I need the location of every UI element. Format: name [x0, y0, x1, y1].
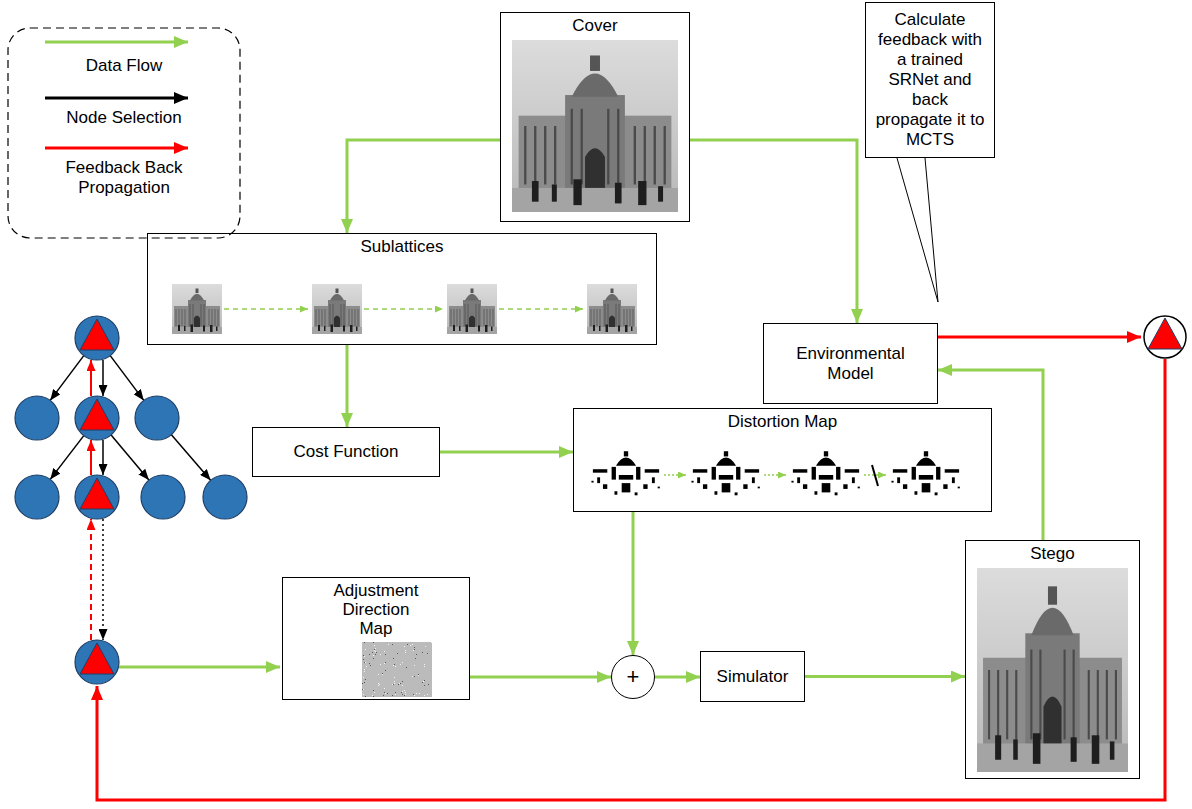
- search-tree: [75, 396, 119, 440]
- process-box: Cost Function: [252, 427, 440, 477]
- image-box: Stego: [965, 540, 1140, 779]
- feedback-path: [97, 359, 1165, 800]
- search-tree: [80, 399, 114, 430]
- box-heading: Sublattices: [360, 237, 443, 257]
- box-heading: Adjustment Direction Map: [329, 581, 424, 638]
- search-tree: [50, 436, 84, 480]
- feedback-path: [97, 316, 1186, 800]
- feedback-path: [1144, 316, 1186, 358]
- data-flow-arrow: [655, 676, 700, 679]
- sublattice-thumbnails: [447, 284, 497, 334]
- legend-label: Feedback Back Propagation: [39, 158, 209, 198]
- distortion-thumbnails: [890, 446, 962, 504]
- search-tree: [90, 360, 92, 396]
- noise-map: [362, 642, 432, 697]
- cover-image: [512, 40, 678, 212]
- legend-samples: [45, 41, 188, 44]
- distortion-thumbnails: [664, 474, 686, 476]
- search-tree: [15, 316, 247, 684]
- data-flow-arrow: [632, 512, 635, 655]
- cover-image: [512, 40, 678, 212]
- search-tree: [119, 666, 280, 669]
- legend-frame: [8, 28, 240, 238]
- box-heading: Stego: [1030, 544, 1074, 564]
- box-heading: Distortion Map: [728, 412, 838, 432]
- legend-frame: [8, 28, 240, 238]
- distortion-thumbnails: [690, 446, 762, 504]
- data-flow-arrow: [805, 675, 965, 678]
- search-tree: [15, 475, 59, 519]
- search-tree: [75, 640, 119, 684]
- node-label: Environmental Model: [786, 344, 916, 384]
- feedback-path: [938, 336, 1141, 339]
- sublattice-thumbnails: [172, 284, 222, 334]
- legend-samples: [45, 97, 188, 100]
- callout-pointer: [897, 158, 938, 302]
- search-tree: [90, 440, 92, 475]
- sum-circle: +: [611, 655, 655, 699]
- process-box: Environmental Model: [763, 323, 938, 404]
- search-tree: [102, 519, 104, 640]
- search-tree: [50, 356, 84, 401]
- callout-pointer: [897, 158, 938, 302]
- search-tree: [15, 316, 280, 684]
- noise-map: [362, 642, 432, 697]
- search-tree: [171, 435, 210, 481]
- node-label: +: [627, 666, 640, 688]
- search-tree: [80, 643, 114, 674]
- sublattice-thumbnails: [224, 308, 583, 310]
- image-box: Distortion Map: [573, 408, 992, 512]
- data-flow-arrow: [347, 140, 500, 233]
- legend-label: Node Selection: [24, 108, 224, 128]
- sublattice-thumbnails: [499, 308, 583, 310]
- node-label: Cost Function: [294, 442, 399, 462]
- image-box: Sublattices: [147, 233, 657, 345]
- box-heading: Cover: [572, 16, 617, 36]
- callout-pointer: [925, 158, 938, 302]
- data-flow-arrow: [440, 451, 573, 454]
- search-tree: [141, 475, 185, 519]
- distortion-thumbnails: [664, 474, 886, 476]
- search-tree: [102, 440, 104, 475]
- distortion-thumbnails: [590, 446, 962, 504]
- search-tree: [203, 475, 247, 519]
- data-flow-arrow: [346, 345, 349, 427]
- sublattice-thumbnails: [312, 284, 362, 334]
- sublattice-thumbnails: [172, 284, 637, 334]
- search-tree: [90, 519, 92, 640]
- distortion-thumbnails: [764, 474, 786, 476]
- sublattice-thumbnails: [224, 308, 308, 310]
- node-label: Simulator: [717, 667, 789, 687]
- distortion-thumbnails: [590, 446, 662, 504]
- feedback-path: [1148, 318, 1182, 349]
- stego-image: [977, 568, 1128, 772]
- data-flow-arrow: [938, 370, 1043, 540]
- callout-box: Calculate feedback with a trained SRNet …: [865, 2, 995, 158]
- search-tree: [80, 319, 114, 350]
- search-tree: [75, 475, 119, 519]
- process-box: Simulator: [700, 651, 805, 702]
- data-flow-arrow: [690, 140, 857, 323]
- search-tree: [80, 319, 114, 674]
- legend-samples: [45, 147, 188, 150]
- search-tree: [75, 316, 119, 360]
- data-flow-arrow: [470, 676, 611, 679]
- search-tree: [102, 360, 104, 396]
- image-box: Cover: [500, 12, 690, 222]
- distortion-thumbnails: [790, 446, 862, 504]
- search-tree: [50, 356, 210, 640]
- image-box: Adjustment Direction Map: [282, 577, 470, 700]
- stego-image: [977, 568, 1128, 772]
- distortion-thumbnails: [872, 465, 878, 486]
- search-tree: [111, 435, 149, 480]
- legend-label: Data Flow: [24, 56, 224, 76]
- node-label: Calculate feedback with a trained SRNet …: [872, 10, 988, 150]
- search-tree: [110, 356, 144, 401]
- sublattice-thumbnails: [587, 284, 637, 334]
- search-tree: [80, 478, 114, 509]
- search-tree: [135, 396, 179, 440]
- search-tree: [15, 396, 59, 440]
- sublattice-thumbnails: [364, 308, 443, 310]
